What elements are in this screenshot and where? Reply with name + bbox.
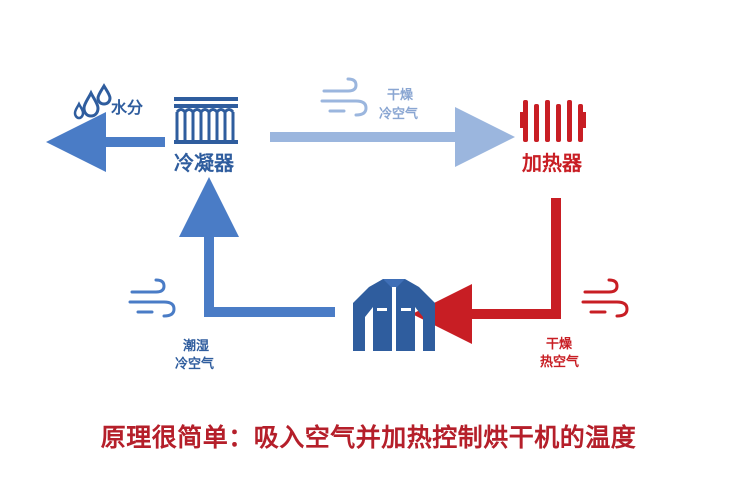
wind-icon [128,278,176,318]
wind-icon [581,278,629,318]
humid-return-arrow [179,177,335,317]
wind-icon [320,77,368,117]
dry-hot-label-bottom: 热空气 [540,355,580,370]
water-label: 水分 [111,98,144,117]
jacket-icon [353,279,435,353]
water-drops-icon [73,83,112,120]
humid-label-bottom: 冷空气 [175,357,215,372]
heater-label: 加热器 [522,151,582,175]
dry-hot-label-top: 干燥 [546,337,573,352]
dry-cold-label-bottom: 冷空气 [379,107,419,122]
condenser-label: 冷凝器 [174,151,234,175]
condenser-icon [174,97,238,144]
heater-icon [520,100,586,142]
hot-air-arrow [412,198,561,344]
dry-cold-label-top: 干燥 [387,88,414,103]
diagram-title: 原理很简单：吸入空气并加热控制烘干机的温度 [100,423,637,452]
humid-label-top: 潮湿 [183,339,210,354]
